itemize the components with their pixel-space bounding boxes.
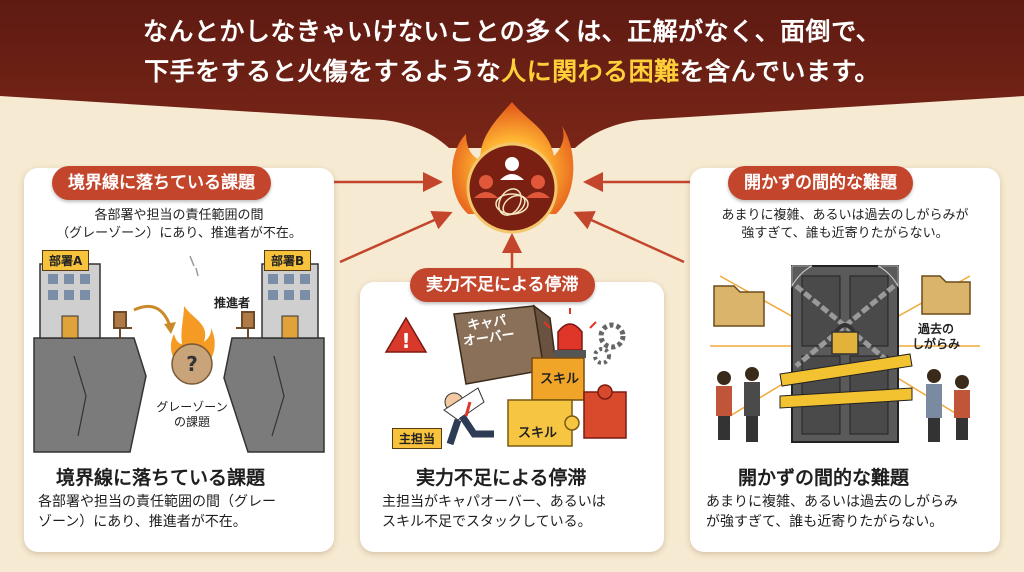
old-folder-left bbox=[713, 285, 765, 327]
headline-line-2-post: を含んでいます。 bbox=[679, 57, 880, 86]
left-cliff bbox=[33, 337, 147, 453]
capability-body-line-2: スキル不足でスタックしている。 bbox=[382, 514, 592, 530]
forbidden-body-line-2: が強すぎて、誰も近寄りたがらない。 bbox=[706, 514, 944, 530]
boundary-desc: 各部署や担当の責任範囲の間 （グレーゾーン）にあり、推進者が不在。 bbox=[34, 207, 324, 243]
gray-zone-ball bbox=[171, 343, 213, 385]
old-folder-right bbox=[921, 275, 971, 315]
label-past-ties: 過去の しがらみ bbox=[912, 322, 960, 352]
label-gray-zone-line-1: グレーゾーン bbox=[156, 400, 228, 414]
header-banner: なんとかしなきゃいけないことの多くは、正解がなく、面倒で、 下手をすると火傷をす… bbox=[0, 0, 1024, 150]
gear-icon bbox=[598, 322, 626, 350]
forbidden-body: あまりに複雑、あるいは過去のしがらみ が強すぎて、誰も近寄りたがらない。 bbox=[706, 492, 996, 532]
label-main-owner: 主担当 bbox=[392, 428, 443, 449]
arrow-left-bottom bbox=[339, 210, 453, 264]
svg-text:!: ! bbox=[401, 329, 410, 353]
label-promoter: 推進者 bbox=[214, 296, 251, 310]
capability-title: 実力不足による停滞 bbox=[416, 467, 587, 489]
boundary-desc-line-2: （グレーゾーン）にあり、推進者が不在。 bbox=[56, 226, 302, 241]
headline-line-1: なんとかしなきゃいけないことの多くは、正解がなく、面倒で、 bbox=[142, 17, 882, 46]
fire-people-tangle-icon bbox=[452, 102, 574, 234]
fall-arrow bbox=[133, 305, 172, 327]
arrow-right-bottom bbox=[573, 211, 685, 264]
pill-forbidden-room: 開かずの間的な難題 bbox=[728, 166, 913, 200]
label-skill-bottom: スキル bbox=[518, 426, 558, 441]
pill-boundary-issue: 境界線に落ちている課題 bbox=[52, 166, 271, 200]
boundary-illustration: ? bbox=[33, 255, 325, 453]
caution-tape bbox=[779, 353, 913, 409]
label-dept-b: 部署B bbox=[264, 250, 312, 271]
headline-line-2: 下手をすると火傷をするような人に関わる困難を含んでいます。 bbox=[0, 52, 1024, 92]
forbidden-desc-line-1: あまりに複雑、あるいは過去のしがらみが bbox=[721, 208, 969, 223]
label-gray-zone-line-2: の課題 bbox=[173, 415, 210, 429]
label-skill-top: スキル bbox=[540, 372, 580, 387]
hesitant-people-left bbox=[716, 367, 760, 442]
siren-icon bbox=[557, 323, 583, 351]
forbidden-desc-line-2: 強すぎて、誰も近寄りたがらない。 bbox=[741, 226, 949, 241]
svg-text:?: ? bbox=[186, 352, 198, 376]
empty-chair-right bbox=[236, 311, 255, 338]
capability-body: 主担当がキャパオーバー、あるいは スキル不足でスタックしている。 bbox=[382, 492, 652, 532]
label-past-ties-line-2: しがらみ bbox=[912, 337, 961, 351]
headline-highlight: 人に関わる困難 bbox=[501, 57, 680, 86]
label-past-ties-line-1: 過去の bbox=[918, 322, 955, 336]
label-gray-zone: グレーゾーン の課題 bbox=[152, 400, 232, 430]
boundary-desc-line-1: 各部署や担当の責任範囲の間 bbox=[94, 208, 264, 223]
boundary-body: 各部署や担当の責任範囲の間（グレー ゾーン）にあり、推進者が不在。 bbox=[38, 492, 328, 532]
empty-chair-left bbox=[113, 311, 132, 338]
header-band bbox=[0, 0, 1024, 148]
headline: なんとかしなきゃいけないことの多くは、正解がなく、面倒で、 下手をすると火傷をす… bbox=[0, 12, 1024, 92]
forbidden-title: 開かずの間的な難題 bbox=[738, 467, 910, 489]
pill-capability-stagnation: 実力不足による停滞 bbox=[410, 268, 595, 302]
chain bbox=[794, 284, 896, 368]
padlock-icon bbox=[831, 331, 859, 355]
skill-block-bottom bbox=[507, 399, 573, 447]
capability-body-line-1: 主担当がキャパオーバー、あるいは bbox=[382, 494, 606, 510]
warning-icon bbox=[384, 316, 428, 353]
forbidden-body-line-1: あまりに複雑、あるいは過去のしがらみ bbox=[706, 494, 958, 510]
capability-illustration: ! bbox=[384, 304, 627, 447]
boundary-body-line-2: ゾーン）にあり、推進者が不在。 bbox=[38, 514, 247, 530]
right-cliff bbox=[223, 337, 325, 453]
forbidden-desc: あまりに複雑、あるいは過去のしがらみが 強すぎて、誰も近寄りたがらない。 bbox=[700, 207, 990, 243]
boundary-title: 境界線に落ちている課題 bbox=[56, 467, 266, 489]
hesitant-people-right bbox=[926, 369, 970, 442]
headline-line-2-pre: 下手をすると火傷をするような bbox=[144, 57, 502, 86]
label-dept-a: 部署A bbox=[42, 250, 90, 271]
forbidden-illustration bbox=[710, 265, 980, 443]
boundary-body-line-1: 各部署や担当の責任範囲の間（グレー bbox=[38, 494, 276, 510]
